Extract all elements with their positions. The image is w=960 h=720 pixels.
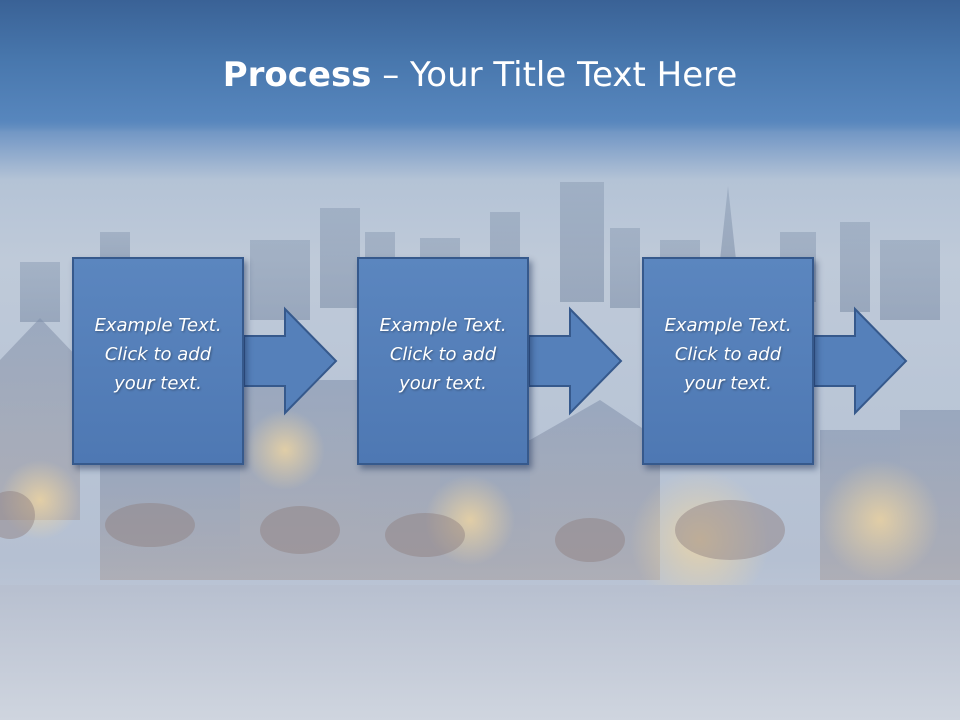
step-text-line: Click to add bbox=[674, 344, 782, 365]
arrow-1 bbox=[243, 306, 338, 416]
slide-title[interactable]: Process – Your Title Text Here bbox=[0, 52, 960, 98]
step-text-line: Example Text. bbox=[664, 315, 792, 336]
process-step-2[interactable]: Example Text. Click to add your text. bbox=[357, 257, 529, 465]
step-text-line: your text. bbox=[399, 373, 487, 394]
title-band bbox=[0, 0, 960, 132]
step-text-line: Example Text. bbox=[379, 315, 507, 336]
arrow-3 bbox=[813, 306, 908, 416]
process-step-1[interactable]: Example Text. Click to add your text. bbox=[72, 257, 244, 465]
step-text-line: Example Text. bbox=[94, 315, 222, 336]
process-step-3[interactable]: Example Text. Click to add your text. bbox=[642, 257, 814, 465]
step-text-line: your text. bbox=[114, 373, 202, 394]
step-text-line: Click to add bbox=[389, 344, 497, 365]
step-text-line: Click to add bbox=[104, 344, 212, 365]
process-step-text[interactable]: Example Text. Click to add your text. bbox=[359, 311, 527, 398]
process-arrows bbox=[243, 306, 908, 416]
arrow-2 bbox=[528, 306, 623, 416]
step-text-line: your text. bbox=[684, 373, 772, 394]
slide-title-rest: – Your Title Text Here bbox=[371, 55, 738, 95]
process-step-text[interactable]: Example Text. Click to add your text. bbox=[644, 311, 812, 398]
process-step-text[interactable]: Example Text. Click to add your text. bbox=[74, 311, 242, 398]
slide-title-bold: Process bbox=[222, 55, 372, 95]
